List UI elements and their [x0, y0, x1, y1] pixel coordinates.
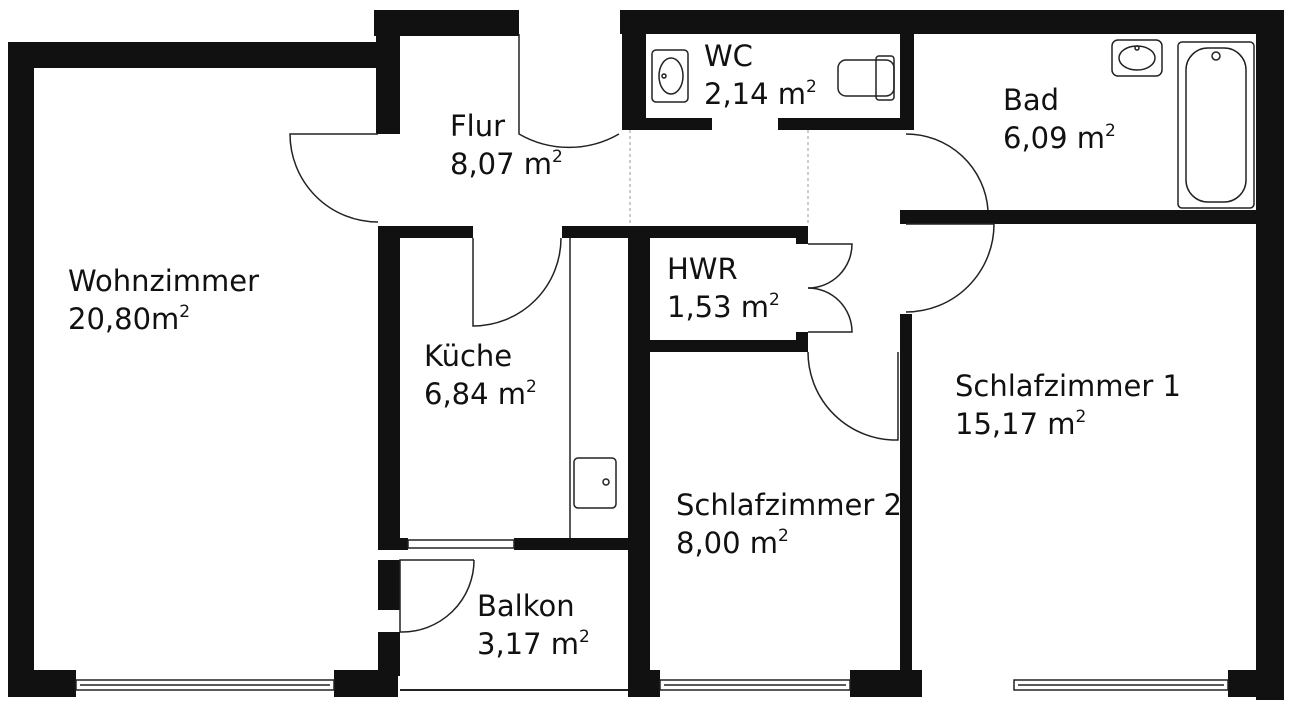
- wall-wohn-balkon: [378, 560, 400, 610]
- door-flur-schlafzimmer-1: [905, 223, 995, 313]
- room-name: WC: [704, 39, 753, 73]
- bad-sink-icon: [1111, 39, 1163, 77]
- wall-flur-kueche-left: [378, 226, 473, 238]
- wall-hwr-right-lower: [796, 332, 808, 352]
- wall-bottom-mid: [628, 670, 660, 697]
- room-label-flur: Flur 8,07 m2: [450, 107, 563, 183]
- wall-wc-bad: [900, 24, 914, 130]
- room-area: 1,53 m2: [667, 290, 780, 324]
- wall-right: [1256, 10, 1284, 700]
- wall-bed1-left-upper: [900, 210, 912, 224]
- room-label-wohnzimmer: Wohnzimmer 20,80m2: [68, 262, 259, 338]
- room-area: 8,00 m2: [676, 526, 789, 560]
- room-label-schlafzimmer-1: Schlafzimmer 1 15,17 m2: [955, 367, 1181, 443]
- room-area: 6,84 m2: [424, 377, 537, 411]
- wall-kueche-balkon-left: [378, 538, 408, 550]
- room-name: Flur: [450, 109, 506, 143]
- wall-wc-bottom-right: [778, 118, 912, 130]
- room-name: Balkon: [477, 589, 575, 623]
- door-flur-bad: [905, 133, 989, 211]
- wall-wohnzimmer-left: [8, 42, 34, 697]
- room-name: Schlafzimmer 1: [955, 369, 1181, 403]
- door-entrance: [518, 34, 620, 149]
- room-name: Bad: [1003, 83, 1060, 117]
- wall-kueche-balkon-right: [514, 538, 650, 550]
- wall-balkon-lower: [378, 632, 400, 676]
- wall-balkon-bed2: [628, 538, 650, 673]
- wall-flur-kueche-right: [562, 226, 808, 238]
- wall-flur-left-upper: [376, 10, 400, 134]
- door-hwr-left-leaf: [807, 243, 853, 289]
- door-schlafzimmer-2: [807, 351, 899, 441]
- windows: [75, 539, 1229, 691]
- room-area: 20,80m2: [68, 302, 191, 336]
- room-name: Wohnzimmer: [68, 264, 260, 298]
- wall-top-right: [620, 10, 1284, 34]
- room-area: 2,14 m2: [704, 77, 817, 111]
- room-area: 6,09 m2: [1003, 121, 1116, 155]
- walls: [8, 10, 1284, 700]
- wall-hwr-bottom: [646, 340, 808, 352]
- window-schlafzimmer-1: [1013, 679, 1229, 691]
- door-flur-wohnzimmer: [289, 133, 379, 223]
- room-label-balkon: Balkon 3,17 m2: [477, 587, 590, 663]
- room-name: Küche: [424, 339, 513, 373]
- window-balkon-door: [407, 539, 515, 549]
- fixtures: [569, 39, 1255, 538]
- door-hwr-right-leaf: [807, 287, 853, 333]
- wall-bottom-bed1-right: [1228, 670, 1284, 697]
- doors: [289, 34, 995, 633]
- wall-kueche-hwr: [628, 226, 650, 550]
- window-wohnzimmer: [75, 679, 335, 691]
- wall-wohn-kueche: [378, 226, 400, 542]
- wall-wc-bottom: [646, 118, 712, 130]
- room-area: 3,17 m2: [477, 627, 590, 661]
- room-label-hwr: HWR 1,53 m2: [667, 250, 780, 326]
- wc-sink-icon: [651, 49, 689, 103]
- wall-bad-bed1: [902, 210, 1284, 224]
- wall-bottom-left: [8, 670, 76, 697]
- wall-wc-left: [622, 10, 646, 130]
- thresholds: [629, 130, 809, 226]
- bathtub-icon: [1177, 41, 1255, 209]
- door-balkon: [399, 559, 475, 633]
- room-label-schlafzimmer-2: Schlafzimmer 2 8,00 m2: [676, 486, 902, 562]
- room-label-kueche: Küche 6,84 m2: [424, 337, 537, 413]
- toilet-icon: [837, 59, 895, 97]
- room-name: Schlafzimmer 2: [676, 488, 902, 522]
- wall-hwr-right: [796, 226, 808, 244]
- room-label-wc: WC 2,14 m2: [704, 37, 817, 113]
- door-flur-kueche: [472, 237, 562, 327]
- wall-bed1-left: [900, 314, 912, 674]
- room-area: 15,17 m2: [955, 407, 1087, 441]
- room-area: 8,07 m2: [450, 147, 563, 181]
- room-name: HWR: [667, 252, 738, 286]
- wall-bottom-bed2-right: [850, 670, 922, 697]
- wall-wohnzimmer-top: [8, 42, 400, 68]
- room-label-bad: Bad 6,09 m2: [1003, 81, 1116, 157]
- kitchen-sink-icon: [573, 457, 617, 509]
- window-schlafzimmer-2: [659, 679, 851, 691]
